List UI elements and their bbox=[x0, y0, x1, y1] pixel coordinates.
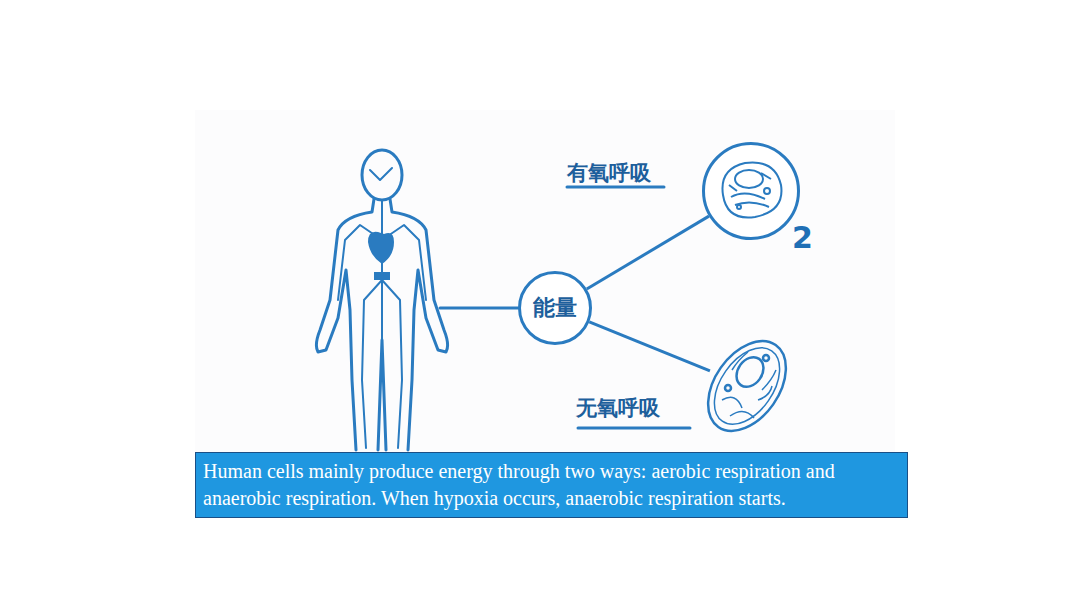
cell-node: 无氧呼吸 bbox=[692, 330, 802, 442]
energy-circle: 能量 bbox=[518, 271, 592, 345]
cell-drawing bbox=[705, 145, 797, 237]
cell-node: 有氧呼吸 bbox=[702, 142, 800, 240]
cell-drawing bbox=[692, 330, 802, 442]
heading-text: 无氧呼吸 bbox=[576, 394, 660, 422]
caption-box: Human cells mainly produce energy throug… bbox=[195, 452, 908, 518]
connector-line bbox=[587, 216, 709, 289]
heading-text: 有氧呼吸 bbox=[567, 159, 651, 187]
callout-number: 2 bbox=[792, 220, 813, 255]
node-text: 能量 bbox=[533, 293, 577, 323]
connector-line bbox=[589, 322, 710, 371]
